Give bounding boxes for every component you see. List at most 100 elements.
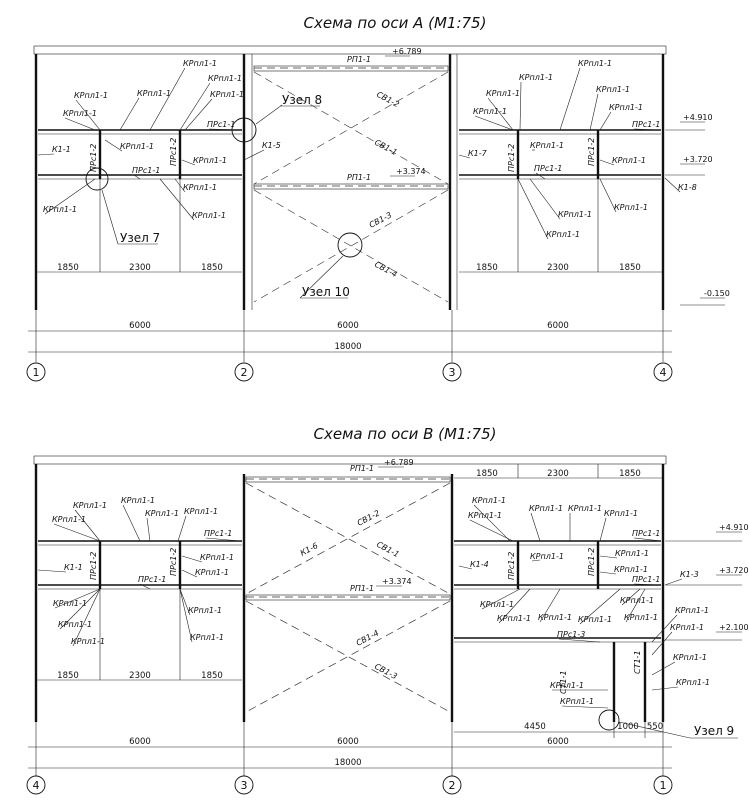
element-label: К1-6 [299,541,320,558]
label-leader [517,178,549,240]
element-label: КРпл1-1 [468,511,502,520]
scheme-a-level-mark: +3.374 [396,167,426,176]
scheme-b-node-leader [618,721,691,739]
scheme-a-level-mark: -0.150 [704,289,730,298]
scheme-a-node-leader [101,189,119,245]
element-label: КРпл1-1 [43,205,77,214]
label-leader [633,537,662,542]
element-label: КРпл1-1 [670,623,704,632]
element-label: КРпл1-1 [208,74,242,83]
element-label: КРпл1-1 [183,59,217,68]
label-leader [633,583,662,586]
element-label: КРпл1-1 [74,91,108,100]
element-label: КРпл1-1 [473,107,507,116]
scheme-b-dim: 2300 [129,671,151,681]
scheme-a-dim: 1850 [619,263,641,273]
scheme-b-axis-bubble [26,775,46,795]
element-label: ПРс1-2 [169,138,178,166]
label-leader [559,67,581,131]
scheme-b-axis-label: 3 [241,779,248,792]
label-leader [119,97,140,131]
label-leader [181,159,196,166]
element-label: КРпл1-1 [604,509,638,518]
label-leader [146,517,151,542]
label-leader [181,555,203,563]
element-label: РП1-1 [347,55,371,64]
scheme-a-node-circle [85,167,109,191]
label-leader [481,588,521,610]
scheme-a-purlin [253,65,449,72]
scheme-b-axis-bubble [442,775,462,795]
scheme-a-axis-label: 3 [449,366,456,379]
scheme-b-dim: 1850 [619,469,641,479]
scheme-a-axis-label: 1 [33,366,40,379]
element-label: КРпл1-1 [530,552,564,561]
scheme-b-node-circle [598,709,620,731]
scheme-b-purlin [245,594,451,601]
label-leader [535,172,546,180]
element-label: ПРс1-2 [169,548,178,576]
label-leader [104,139,123,152]
element-label: К1-3 [680,570,699,579]
label-leader [599,517,607,542]
scheme-b-dim: 4450 [524,722,546,732]
element-label: КРпл1-1 [529,504,563,513]
label-leader [529,178,561,220]
label-leader [177,515,187,542]
scheme-b-dim: 6000 [337,737,359,747]
scheme-b-node-label: Узел 9 [694,724,734,738]
scheme-a-brace [253,71,449,185]
scheme-b-dim: 1850 [201,671,223,681]
label-leader [519,81,522,131]
scheme-b-dim-total: 18000 [334,758,361,768]
element-label: КРпл1-1 [620,596,654,605]
scheme-a: Схема по оси А (М1:75) [26,14,730,382]
scheme-a-dim-total: 18000 [334,342,361,352]
label-leader [625,588,646,623]
element-label: КРпл1-1 [195,568,229,577]
label-leader [243,149,265,161]
scheme-a-dim: 6000 [129,321,151,331]
element-label: КРпл1-1 [624,613,658,622]
scheme-b-top-chord [33,455,667,465]
scheme-b-dim: 2300 [547,469,569,479]
label-leader [208,128,241,131]
label-leader [539,588,561,623]
label-leader [651,614,678,643]
scheme-a-level-mark: +4.910 [683,113,713,122]
label-leader [53,523,101,542]
label-leader [37,153,55,156]
scheme-a-purlin [253,183,449,190]
element-label: К1-1 [64,563,83,572]
label-leader [37,569,67,573]
element-label: КРпл1-1 [53,599,87,608]
element-label: ПРс1-3 [557,630,585,639]
label-leader [558,638,601,643]
scheme-b-dim: 6000 [547,737,569,747]
element-label: СТ1-1 [559,670,568,694]
element-label: КРпл1-1 [193,156,227,165]
element-label: КРпл1-1 [480,600,514,609]
scheme-b-dim: 1850 [57,671,79,681]
scheme-a-node-circle [337,232,363,258]
scheme-b-axis-label: 4 [33,779,40,792]
element-label: ПРс1-1 [632,529,660,538]
label-leader [205,537,241,542]
label-leader [599,111,612,131]
element-label: ПРс1-1 [132,166,160,175]
label-leader [530,512,541,542]
label-leader [133,174,141,180]
element-label: ПРс1-1 [138,575,166,584]
element-label: СВ1-2 [356,508,382,527]
element-label: СТ1-1 [633,650,642,674]
label-leader [664,578,683,586]
scheme-a-node-label: Узел 8 [282,93,322,107]
label-leader [174,178,186,193]
scheme-b-level-mark: +2.100 [719,623,749,632]
scheme-b-level-mark: +3.720 [719,566,749,575]
element-label: КРпл1-1 [675,606,709,615]
element-label: ПРс1-2 [507,552,516,580]
label-leader [664,177,681,193]
label-leader [64,117,96,131]
scheme-a-axis-bubble [26,362,46,382]
